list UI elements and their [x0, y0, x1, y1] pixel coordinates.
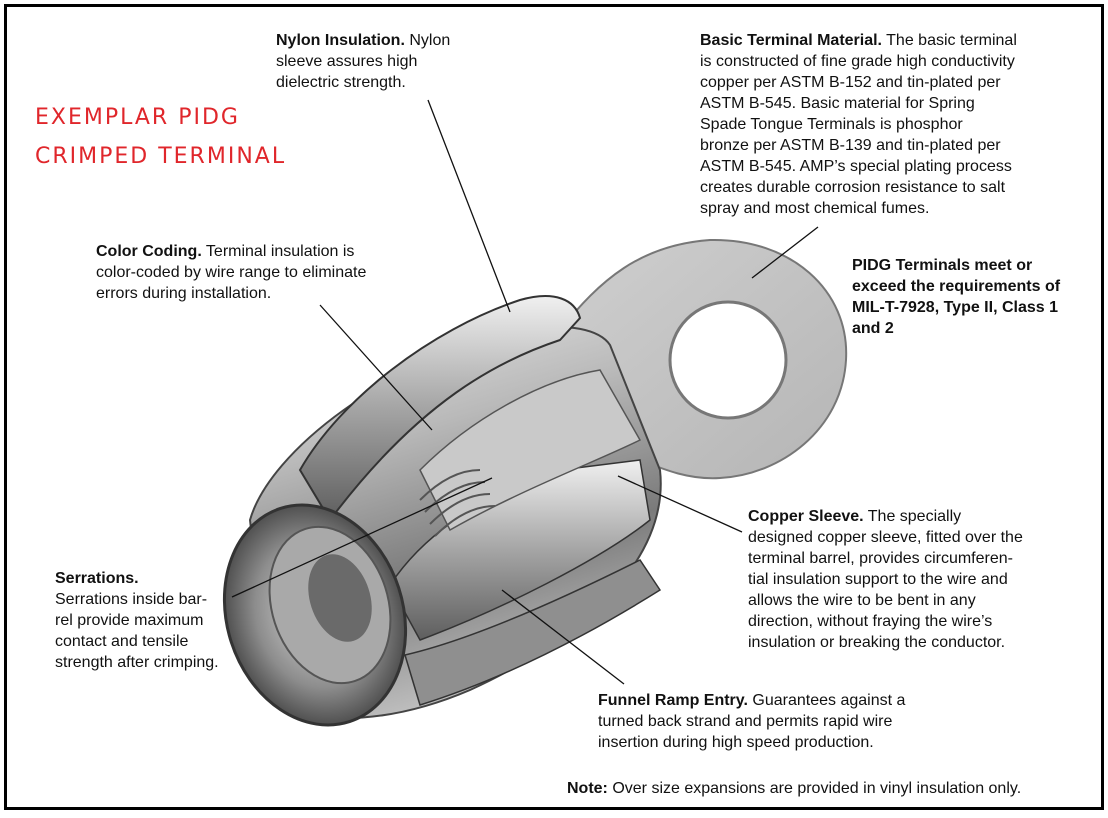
callout-text: Spade Tongue Terminals is phosphor: [700, 116, 963, 133]
leader-copper: [617, 475, 743, 533]
callout-text: The specially: [863, 508, 962, 525]
ring-hole: [668, 300, 788, 420]
callout-text: color-coded by wire range to eliminate: [96, 264, 367, 281]
callout-text: PIDG Terminals meet or: [852, 257, 1033, 274]
leader-nylon: [427, 99, 511, 313]
leader-basic: [751, 226, 819, 279]
callout-text: copper per ASTM B-152 and tin-plated per: [700, 74, 1001, 91]
callout-basic-terminal-material: Basic Terminal Material. The basic termi…: [700, 30, 1090, 219]
callout-text: ASTM B-545. Basic material for Spring: [700, 95, 975, 112]
callout-text: Nylon: [404, 32, 451, 49]
callout-text: is constructed of fine grade high conduc…: [700, 53, 1015, 70]
callout-funnel-ramp-entry: Funnel Ramp Entry. Guarantees against a …: [598, 690, 958, 753]
callout-heading: Copper Sleeve.: [748, 508, 864, 525]
leader-color: [319, 304, 433, 431]
callout-text: and 2: [852, 320, 894, 337]
callout-text: rel provide maximum: [55, 612, 204, 629]
callout-heading: Nylon Insulation.: [276, 32, 405, 49]
callout-text: turned back strand and permits rapid wir…: [598, 713, 893, 730]
callout-text: ASTM B-545. AMP’s special plating proces…: [700, 158, 1012, 175]
footnote-heading: Note:: [567, 780, 608, 797]
leader-funnel: [501, 589, 625, 685]
callout-text: sleeve assures high: [276, 53, 418, 70]
callout-text: spray and most chemical fumes.: [700, 200, 930, 217]
footnote: Note: Over size expansions are provided …: [567, 778, 1087, 799]
callout-text: bronze per ASTM B-139 and tin-plated per: [700, 137, 1001, 154]
callout-text: Terminal insulation is: [201, 243, 355, 260]
callout-text: strength after crimping.: [55, 654, 219, 671]
callout-text: The basic terminal: [882, 32, 1017, 49]
leader-lines: [231, 99, 819, 685]
callout-text: exceed the requirements of: [852, 278, 1061, 295]
leader-serrations: [231, 477, 493, 598]
callout-text: tial insulation support to the wire and: [748, 571, 1008, 588]
callout-text: insulation or breaking the conductor.: [748, 634, 1006, 651]
callout-color-coding: Color Coding. Terminal insulation is col…: [96, 241, 416, 304]
callout-text: errors during installation.: [96, 285, 272, 302]
terminal-barrel: [222, 295, 662, 727]
callout-text: terminal barrel, provides circumferen-: [748, 550, 1013, 567]
callout-text: contact and tensile: [55, 633, 189, 650]
callout-text: Serrations inside bar-: [55, 591, 208, 608]
callout-heading: Color Coding.: [96, 243, 202, 260]
callout-copper-sleeve: Copper Sleeve. The specially designed co…: [748, 506, 1088, 653]
diagram-title-line2: CRIMPED TERMINAL: [35, 144, 287, 169]
callout-text: MIL-T-7928, Type II, Class 1: [852, 299, 1058, 316]
callout-text: allows the wire to be bent in any: [748, 592, 976, 609]
callout-text: Guarantees against a: [747, 692, 906, 709]
callout-heading: Basic Terminal Material.: [700, 32, 882, 49]
callout-text: creates durable corrosion resistance to …: [700, 179, 1006, 196]
callout-text: insertion during high speed production.: [598, 734, 874, 751]
diagram-title-line1: EXEMPLAR PIDG: [35, 105, 240, 130]
callout-heading: Serrations.: [55, 570, 139, 587]
callout-text: dielectric strength.: [276, 74, 406, 91]
callout-text: designed copper sleeve, fitted over the: [748, 529, 1023, 546]
callout-heading: Funnel Ramp Entry.: [598, 692, 748, 709]
callout-text: direction, without fraying the wire’s: [748, 613, 993, 630]
callout-serrations: Serrations. Serrations inside bar- rel p…: [55, 568, 255, 673]
callout-pidg-requirements: PIDG Terminals meet or exceed the requir…: [852, 255, 1092, 339]
callout-nylon-insulation: Nylon Insulation. Nylon sleeve assures h…: [276, 30, 506, 93]
footnote-text: Over size expansions are provided in vin…: [607, 780, 1022, 797]
